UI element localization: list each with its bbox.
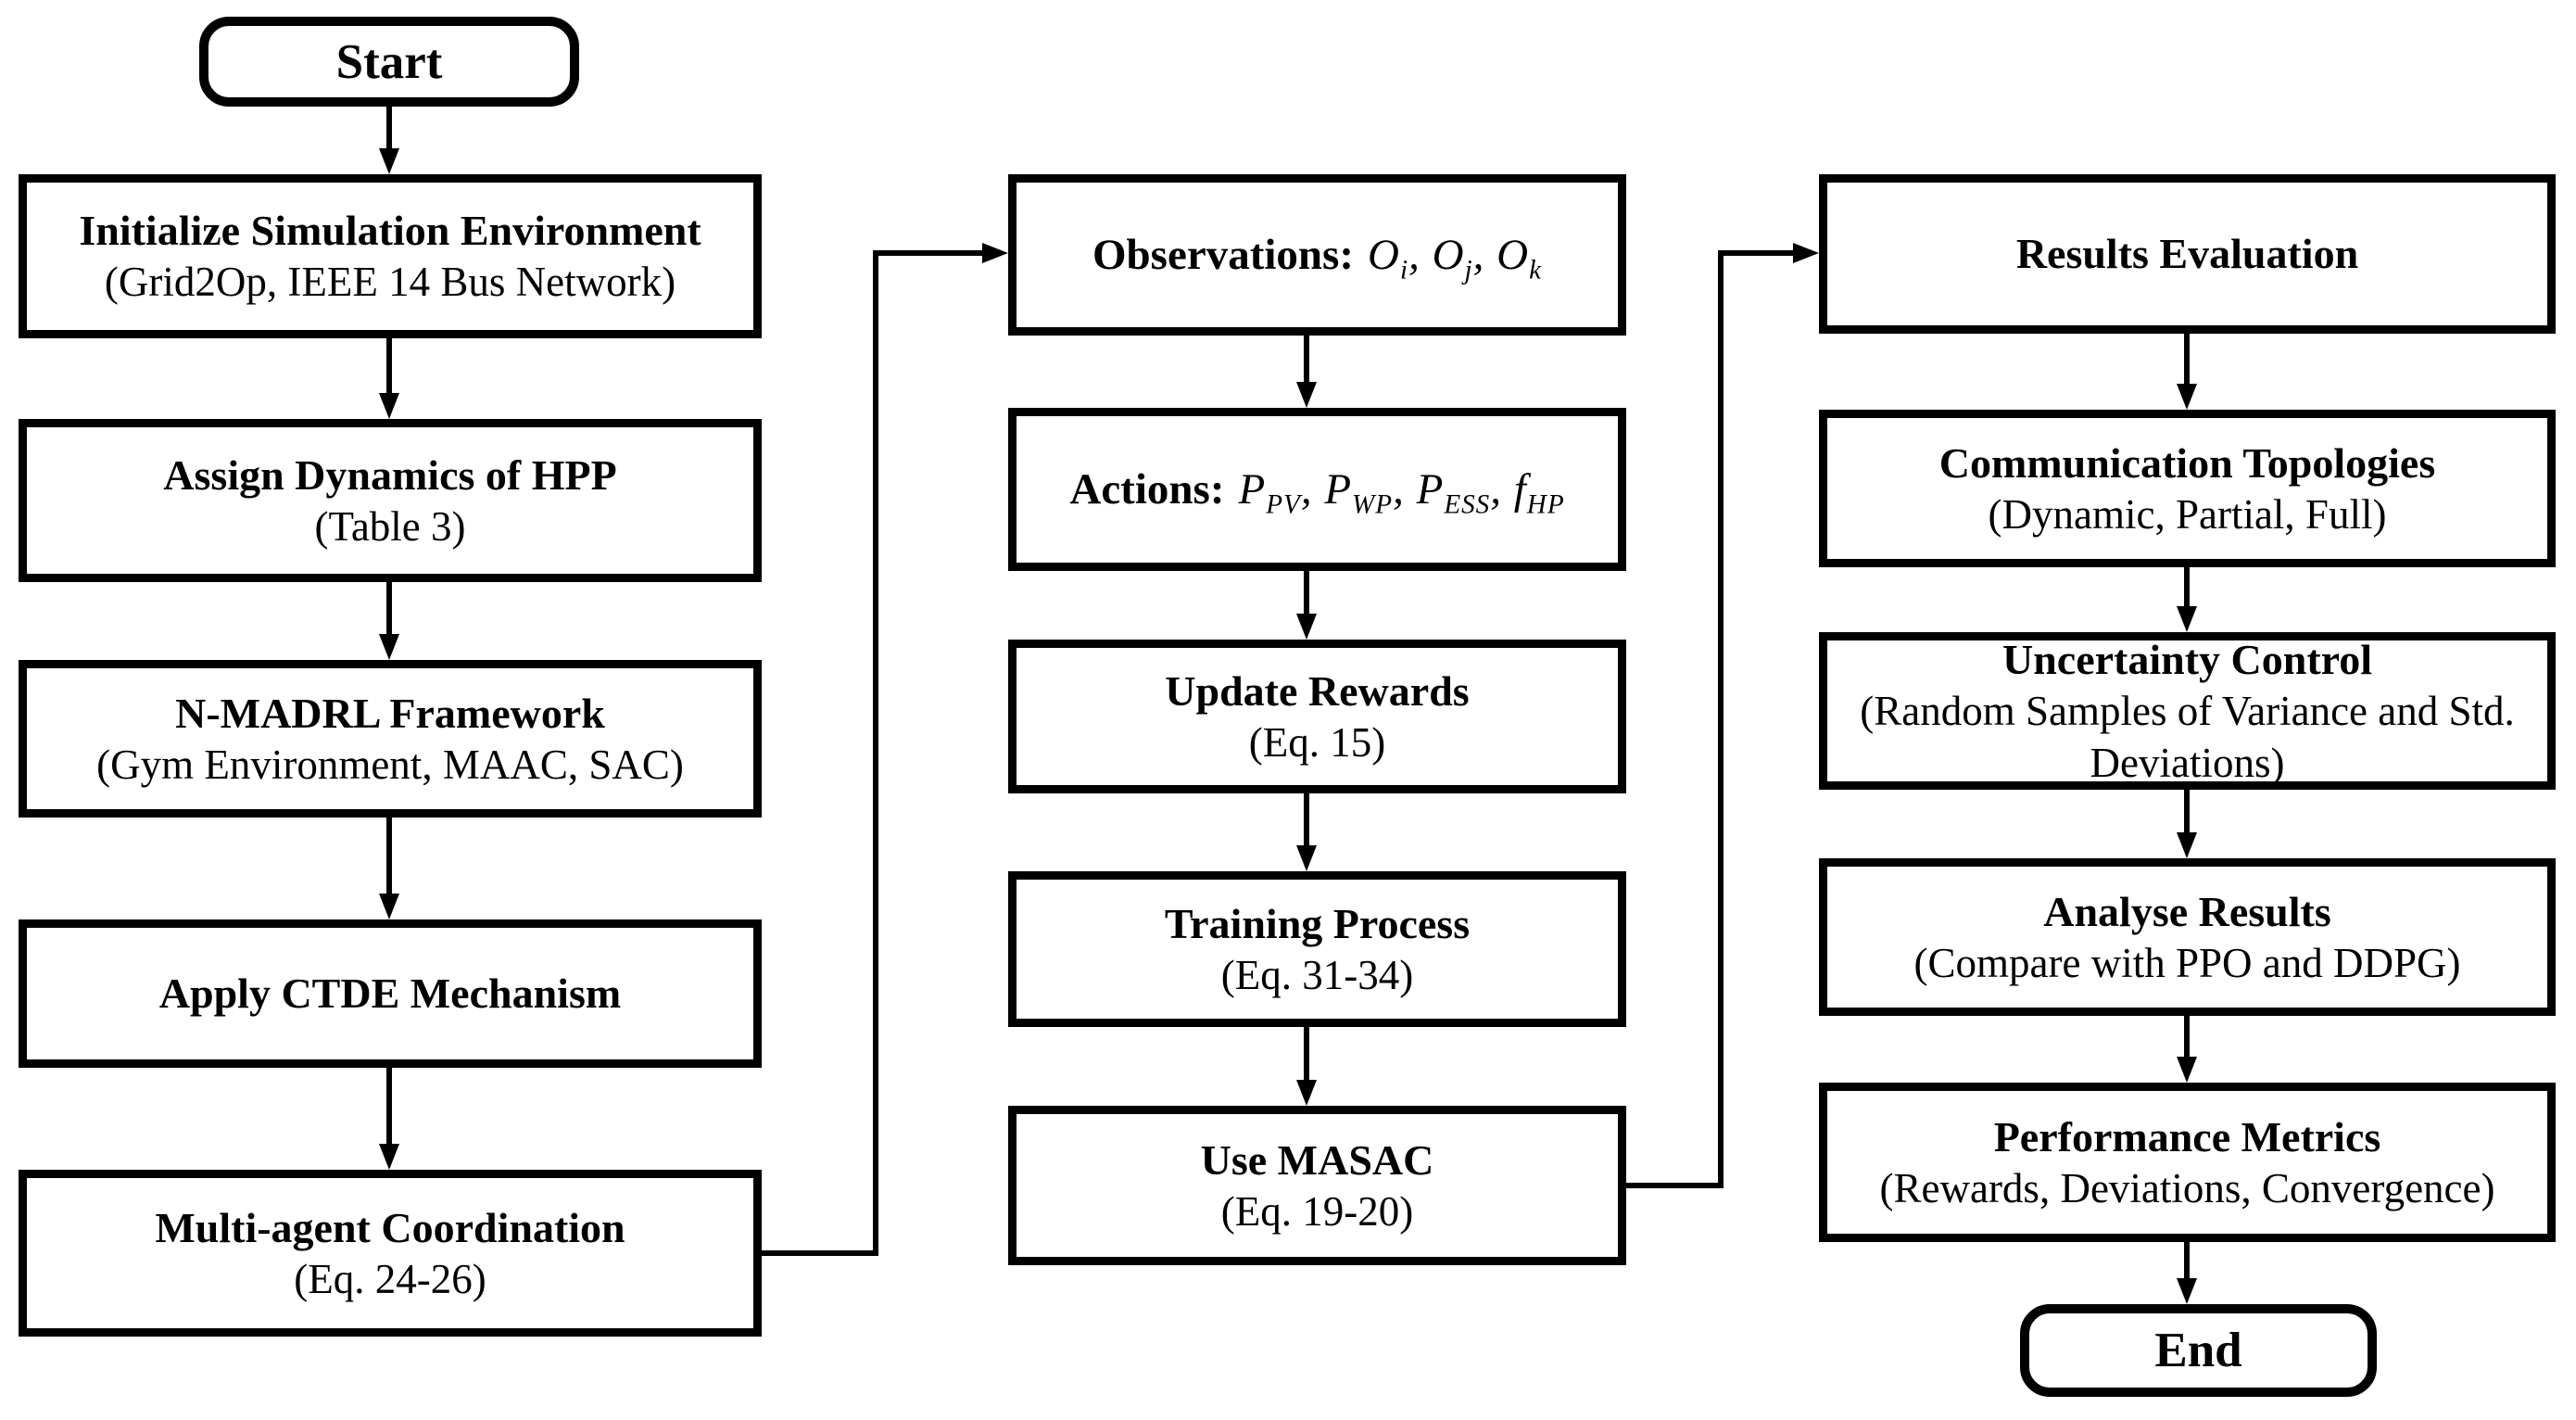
actions-math: PPV, PWP, PESS, fHP bbox=[1238, 465, 1565, 520]
edge-masac-results-segment bbox=[1718, 250, 1793, 256]
arrowhead-down-icon bbox=[1296, 845, 1317, 871]
node-subtitle: (Rewards, Deviations, Convergence) bbox=[1879, 1164, 2495, 1211]
edge-update-training-line bbox=[1304, 793, 1309, 847]
node-observations: Observations: Oi, Oj, Ok bbox=[1008, 174, 1626, 336]
observations-label: Observations: bbox=[1092, 231, 1354, 279]
edge-masac-results-segment bbox=[1718, 250, 1724, 1188]
arrowhead-right-icon bbox=[982, 243, 1008, 263]
node-results-evaluation: Results Evaluation bbox=[1819, 174, 2556, 334]
node-update-rewards: Update Rewards (Eq. 15) bbox=[1008, 640, 1626, 793]
node-use-masac: Use MASAC (Eq. 19-20) bbox=[1008, 1106, 1626, 1265]
node-subtitle: (Eq. 24-26) bbox=[294, 1255, 486, 1302]
node-subtitle: (Eq. 15) bbox=[1248, 718, 1386, 766]
node-subtitle: (Table 3) bbox=[314, 502, 466, 550]
arrowhead-down-icon bbox=[2177, 384, 2197, 410]
edge-start-init-line bbox=[386, 107, 392, 152]
arrowhead-down-icon bbox=[1296, 614, 1317, 640]
node-apply-ctde-mechanism: Apply CTDE Mechanism bbox=[19, 919, 762, 1068]
node-analyse-results: Analyse Results (Compare with PPO and DD… bbox=[1819, 858, 2556, 1016]
observations-math: Oi, Oj, Ok bbox=[1368, 231, 1542, 285]
node-communication-topologies: Communication Topologies (Dynamic, Parti… bbox=[1819, 410, 2556, 567]
arrowhead-down-icon bbox=[379, 894, 399, 919]
edge-comm-uncert-line bbox=[2184, 567, 2190, 608]
arrowhead-down-icon bbox=[379, 1144, 399, 1170]
edge-coord-obs-segment bbox=[873, 250, 984, 256]
arrowhead-right-icon bbox=[1793, 243, 1819, 263]
node-training-process: Training Process (Eq. 31-34) bbox=[1008, 871, 1626, 1027]
edge-masac-results-segment bbox=[1626, 1183, 1724, 1188]
node-subtitle: (Dynamic, Partial, Full) bbox=[1988, 490, 2387, 538]
node-subtitle: (Eq. 19-20) bbox=[1220, 1187, 1414, 1235]
node-multi-agent-coordination: Multi-agent Coordination (Eq. 24-26) bbox=[19, 1170, 762, 1337]
node-start: Start bbox=[199, 17, 579, 107]
node-title: Uncertainty Control bbox=[2001, 635, 2373, 683]
arrowhead-down-icon bbox=[1296, 382, 1317, 408]
arrowhead-down-icon bbox=[379, 393, 399, 419]
edge-uncert-analyse-line bbox=[2184, 790, 2190, 834]
arrowhead-down-icon bbox=[2177, 1057, 2197, 1083]
node-performance-metrics: Performance Metrics (Rewards, Deviations… bbox=[1819, 1083, 2556, 1242]
arrowhead-down-icon bbox=[2177, 606, 2197, 632]
edge-assign-nmadrl-line bbox=[386, 582, 392, 636]
edge-training-masac-line bbox=[1304, 1027, 1309, 1082]
node-subtitle: (Grid2Op, IEEE 14 Bus Network) bbox=[104, 259, 676, 306]
node-subtitle: (Compare with PPO and DDPG) bbox=[1913, 939, 2461, 986]
node-title: Assign Dynamics of HPP bbox=[163, 450, 617, 499]
node-end-label: End bbox=[2154, 1324, 2242, 1377]
node-title: Use MASAC bbox=[1200, 1135, 1434, 1184]
edge-act-update-line bbox=[1304, 571, 1309, 615]
edge-coord-obs-segment bbox=[873, 250, 878, 1256]
node-subtitle: (Gym Environment, MAAC, SAC) bbox=[96, 741, 684, 788]
edge-coord-obs-segment bbox=[762, 1250, 878, 1256]
node-subtitle: (Eq. 31-34) bbox=[1220, 951, 1414, 998]
node-assign-dynamics-hpp: Assign Dynamics of HPP (Table 3) bbox=[19, 419, 762, 582]
node-title: Results Evaluation bbox=[2015, 230, 2359, 278]
observations-line: Observations: Oi, Oj, Ok bbox=[1092, 230, 1542, 285]
node-title: Update Rewards bbox=[1165, 666, 1470, 715]
node-actions: Actions: PPV, PWP, PESS, fHP bbox=[1008, 408, 1626, 571]
node-title: Initialize Simulation Environment bbox=[79, 207, 701, 255]
node-start-label: Start bbox=[335, 34, 443, 89]
actions-label: Actions: bbox=[1069, 465, 1225, 513]
node-title: N-MADRL Framework bbox=[175, 689, 605, 737]
node-uncertainty-control: Uncertainty Control (Random Samples of V… bbox=[1819, 632, 2556, 790]
arrowhead-down-icon bbox=[379, 634, 399, 660]
node-initialize-environment: Initialize Simulation Environment (Grid2… bbox=[19, 174, 762, 338]
edge-init-assign-line bbox=[386, 338, 392, 395]
node-title: Training Process bbox=[1164, 899, 1471, 947]
actions-line: Actions: PPV, PWP, PESS, fHP bbox=[1069, 464, 1565, 520]
node-title: Multi-agent Coordination bbox=[155, 1203, 625, 1251]
edge-analyse-perf-line bbox=[2184, 1016, 2190, 1059]
node-end: End bbox=[2020, 1304, 2377, 1397]
node-title: Apply CTDE Mechanism bbox=[158, 970, 622, 1018]
node-title: Communication Topologies bbox=[1938, 438, 2436, 487]
edge-perf-end-line bbox=[2184, 1242, 2190, 1280]
arrowhead-down-icon bbox=[2177, 1278, 2197, 1304]
node-nmadrl-framework: N-MADRL Framework (Gym Environment, MAAC… bbox=[19, 660, 762, 818]
edge-results-comm-line bbox=[2184, 334, 2190, 386]
edge-ctde-coord-line bbox=[386, 1068, 392, 1146]
node-title: Performance Metrics bbox=[1993, 1112, 2381, 1160]
node-title: Analyse Results bbox=[2043, 887, 2331, 935]
edge-obs-act-line bbox=[1304, 336, 1309, 384]
arrowhead-down-icon bbox=[379, 148, 399, 174]
arrowhead-down-icon bbox=[1296, 1080, 1317, 1106]
arrowhead-down-icon bbox=[2177, 832, 2197, 858]
edge-nmadrl-ctde-line bbox=[386, 818, 392, 895]
node-subtitle: (Random Samples of Variance and Std. Dev… bbox=[1860, 687, 2515, 786]
